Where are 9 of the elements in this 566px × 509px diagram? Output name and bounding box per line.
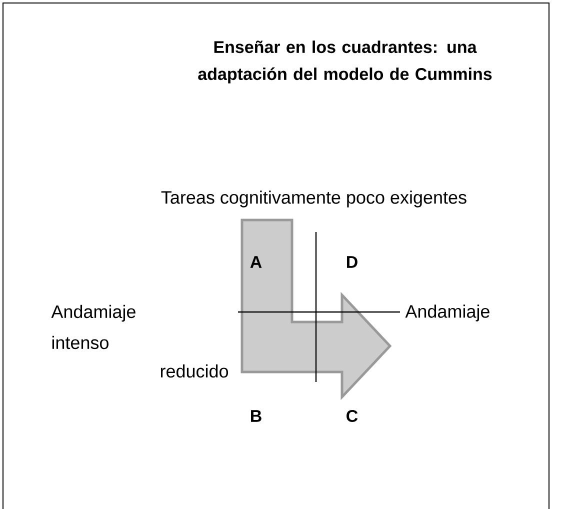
axis-label: Andamiaje <box>405 304 490 322</box>
axis-label: Andamiaje intenso <box>51 304 136 350</box>
quadrant-letter: A <box>250 256 262 268</box>
quadrant-letter: D <box>347 256 358 268</box>
subtitle: Tareas cognitivamente poco exigentes <box>161 190 466 208</box>
axis-label: reducido <box>160 364 228 378</box>
quadrant-letter: B <box>251 410 262 422</box>
quadrant-letter: C <box>346 410 358 422</box>
title: Enseñar en los cuadrantes: una adaptación del modelo de Cummins <box>198 40 492 84</box>
